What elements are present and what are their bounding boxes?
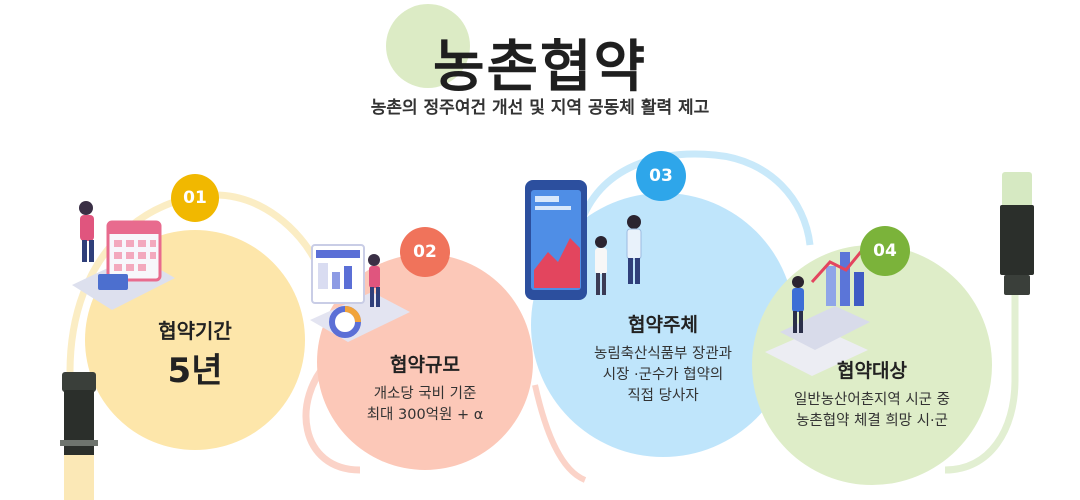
dashboard-icon xyxy=(310,244,410,342)
step-03-desc-line2: 시장 ·군수가 협약의 xyxy=(602,367,724,383)
step-02-desc-line1: 개소당 국비 기준 xyxy=(373,386,477,402)
step-03-desc: 농림축산식품부 장관과 시장 ·군수가 협약의 직접 당사자 xyxy=(558,344,768,407)
step-01-badge: 01 xyxy=(171,174,219,222)
step-04-desc-line2: 농촌협약 체결 희망 시·군 xyxy=(796,413,948,429)
marker-left-icon xyxy=(60,372,98,500)
step-04-badge: 04 xyxy=(860,226,910,276)
step-03-number: 03 xyxy=(649,166,673,186)
step-03-badge: 03 xyxy=(636,151,686,201)
step-01-number: 01 xyxy=(183,188,207,208)
step-01-label: 협약기간 xyxy=(158,319,232,343)
ribbon-green xyxy=(944,270,1019,474)
step-02-badge: 02 xyxy=(400,227,450,277)
step-04-label: 협약대상 xyxy=(837,360,907,382)
growth-chart-icon xyxy=(765,243,870,376)
step-02-number: 02 xyxy=(413,242,437,262)
ribbon-peach-right xyxy=(532,384,587,483)
step-02-label: 협약규모 xyxy=(390,354,460,376)
step-03-desc-line3: 직접 당사자 xyxy=(627,388,699,404)
phone-chart-icon xyxy=(525,180,642,300)
marker-right-icon xyxy=(1000,172,1034,295)
step-02-desc: 개소당 국비 기준 최대 300억원 + α xyxy=(330,384,520,426)
step-04-desc-line1: 일반농산어촌지역 시군 중 xyxy=(794,392,950,408)
step-04-number: 04 xyxy=(873,241,897,261)
step-02-desc-line2: 최대 300억원 + α xyxy=(366,407,484,423)
circle-step-04 xyxy=(752,245,992,485)
step-01-value: 5년 xyxy=(167,351,223,391)
page-subtitle: 농촌의 정주여건 개선 및 지역 공동체 활력 제고 xyxy=(370,98,710,118)
title-accent-blob xyxy=(386,4,470,88)
step-04-desc: 일반농산어촌지역 시군 중 농촌협약 체결 희망 시·군 xyxy=(762,390,982,432)
ribbon-blue xyxy=(576,150,814,246)
page-title: 농촌협약 xyxy=(432,35,648,100)
step-03-label: 협약주체 xyxy=(628,314,698,336)
calendar-icon xyxy=(72,201,175,310)
step-03-desc-line1: 농림축산식품부 장관과 xyxy=(593,346,732,362)
